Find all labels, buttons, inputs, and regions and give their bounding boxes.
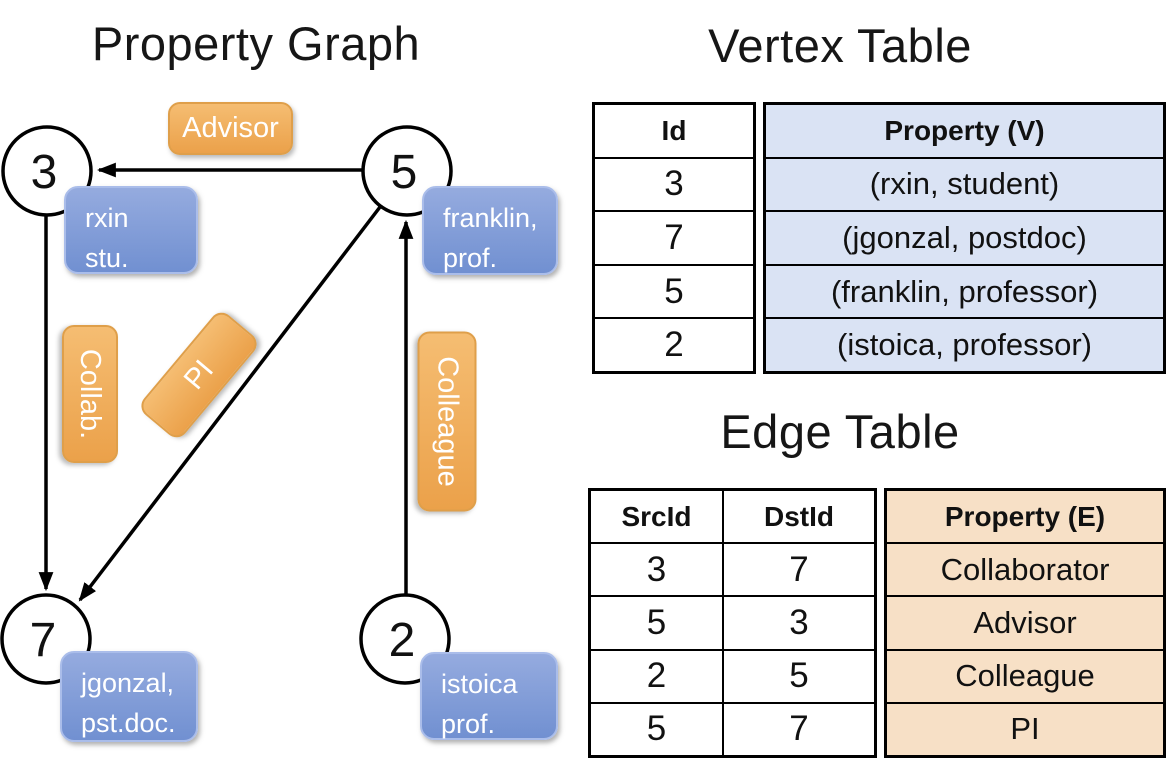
vertex-property-cell: (rxin, student) (766, 159, 1163, 213)
edge-srcid-cell: 2 (591, 650, 724, 702)
edge-dstid-header: DstId (764, 500, 834, 532)
vertex-id-header: Id (595, 105, 753, 159)
edge-property-cell: Collaborator (887, 544, 1163, 598)
node-label-line: prof. (441, 709, 496, 739)
edge-id-row: 5 3 (591, 597, 874, 651)
node-label-line: pst.doc. (81, 708, 176, 738)
edge-property-cell: Colleague (887, 651, 1163, 704)
edge-id-row: 2 5 (591, 650, 874, 704)
vertex-id-cell: 7 (595, 212, 753, 266)
edge-srcid-header: SrcId (591, 491, 724, 543)
node-label-line: jgonzal, (81, 668, 175, 698)
edge-label-collab: Collab. (62, 325, 118, 463)
node-id-3: 3 (31, 146, 58, 199)
node-label-line: rxin (85, 203, 129, 233)
vertex-id-cell: 2 (664, 325, 684, 365)
edge-id-columns: SrcId DstId 3 7 5 3 2 5 5 7 (588, 488, 877, 758)
edge-id-row: 5 7 (591, 703, 874, 756)
property-graph-title: Property Graph (91, 17, 421, 70)
edge-property-column: Property (E) Collaborator Advisor Collea… (884, 488, 1166, 758)
edge-id-header-row: SrcId DstId (591, 491, 874, 545)
edge-label-colleague: Colleague (417, 331, 477, 512)
node-label-istoica: istoica prof. (420, 652, 558, 740)
vertex-property-cell: (franklin, professor) (766, 266, 1163, 320)
edge-table: SrcId DstId 3 7 5 3 2 5 5 7 Property (E)… (588, 488, 1166, 758)
node-label-line: franklin, (443, 203, 538, 233)
node-label-franklin: franklin, prof. (422, 186, 558, 275)
node-label-jgonzal: jgonzal, pst.doc. (60, 651, 198, 742)
node-label-line: stu. (85, 243, 129, 273)
vertex-table-title: Vertex Table (708, 19, 972, 72)
edge-dstid-cell: 5 (789, 656, 809, 696)
edge-srcid-cell: 3 (591, 544, 724, 596)
vertex-property-column: Property (V) (rxin, student) (jgonzal, p… (763, 102, 1166, 374)
node-label-line: istoica (441, 669, 518, 699)
vertex-property-header: Property (V) (766, 105, 1163, 159)
vertex-property-cell: (jgonzal, postdoc) (766, 212, 1163, 266)
vertex-id-cell: 5 (595, 266, 753, 320)
edge-property-cell: Advisor (887, 597, 1163, 651)
edge-dstid-cell: 7 (789, 709, 809, 749)
edge-dstid-cell: 3 (789, 603, 809, 642)
edge-label-advisor: Advisor (168, 102, 293, 155)
edge-dstid-cell: 7 (789, 549, 809, 589)
edge-line-pi-5-to-7 (78, 205, 382, 602)
node-id-7: 7 (30, 614, 57, 667)
node-label-rxin: rxin stu. (64, 186, 198, 274)
vertex-property-cell: (istoica, professor) (837, 327, 1092, 363)
vertex-id-cell: 3 (595, 159, 753, 213)
edge-srcid-cell: 5 (591, 703, 724, 756)
edge-property-header: Property (E) (887, 491, 1163, 545)
edge-srcid-cell: 5 (591, 597, 724, 649)
node-id-2: 2 (389, 614, 416, 667)
edge-id-row: 3 7 (591, 544, 874, 598)
node-label-line: prof. (443, 243, 498, 273)
node-id-5: 5 (391, 146, 418, 199)
vertex-table: Id 3 7 5 2 Property (V) (rxin, student) … (592, 102, 1166, 374)
edge-property-cell: PI (1010, 711, 1040, 747)
vertex-id-column: Id 3 7 5 2 (592, 102, 756, 374)
edge-table-title: Edge Table (720, 405, 960, 458)
